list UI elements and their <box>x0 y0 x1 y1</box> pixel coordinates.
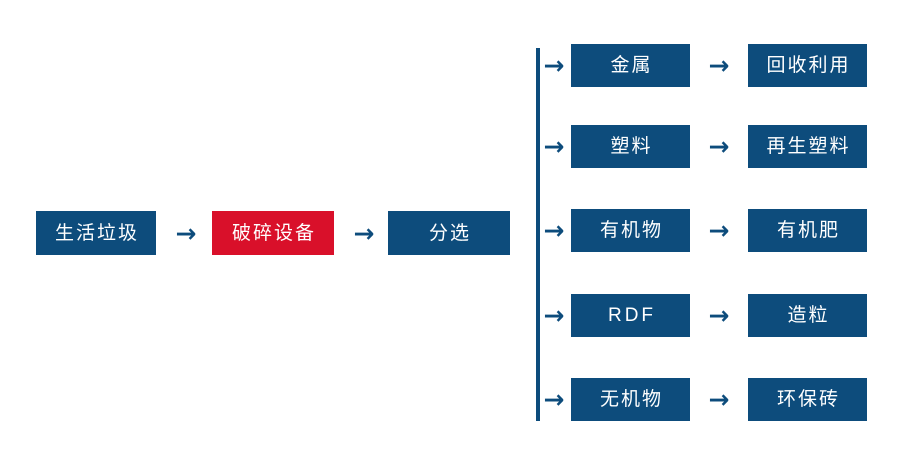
process-box-input[interactable]: 生活垃圾 <box>36 211 156 255</box>
branch-box-product-1[interactable]: 回收利用 <box>748 44 867 87</box>
arrow-right-icon-main-1: → <box>175 218 197 248</box>
branch-box-material-2[interactable]: 塑料 <box>571 125 690 168</box>
arrow-right-icon-branch-4: → <box>543 300 565 330</box>
branch-box-material-4[interactable]: RDF <box>571 294 690 337</box>
branch-box-product-4[interactable]: 造粒 <box>748 294 867 337</box>
branch-box-product-2[interactable]: 再生塑料 <box>748 125 867 168</box>
arrow-right-icon-product-1: → <box>708 50 730 80</box>
arrow-right-icon-product-4: → <box>708 300 730 330</box>
branch-box-material-5[interactable]: 无机物 <box>571 378 690 421</box>
branch-box-product-3[interactable]: 有机肥 <box>748 209 867 252</box>
branch-box-material-3[interactable]: 有机物 <box>571 209 690 252</box>
process-box-crusher[interactable]: 破碎设备 <box>212 211 334 255</box>
process-box-sorting[interactable]: 分选 <box>388 211 510 255</box>
arrow-right-icon-branch-1: → <box>543 50 565 80</box>
branch-box-material-1[interactable]: 金属 <box>571 44 690 87</box>
arrow-right-icon-branch-3: → <box>543 215 565 245</box>
arrow-right-icon-main-2: → <box>353 218 375 248</box>
branch-box-product-5[interactable]: 环保砖 <box>748 378 867 421</box>
branch-trunk-line <box>536 48 540 421</box>
arrow-right-icon-branch-5: → <box>543 384 565 414</box>
arrow-right-icon-product-3: → <box>708 215 730 245</box>
arrow-right-icon-product-2: → <box>708 131 730 161</box>
arrow-right-icon-branch-2: → <box>543 131 565 161</box>
arrow-right-icon-product-5: → <box>708 384 730 414</box>
